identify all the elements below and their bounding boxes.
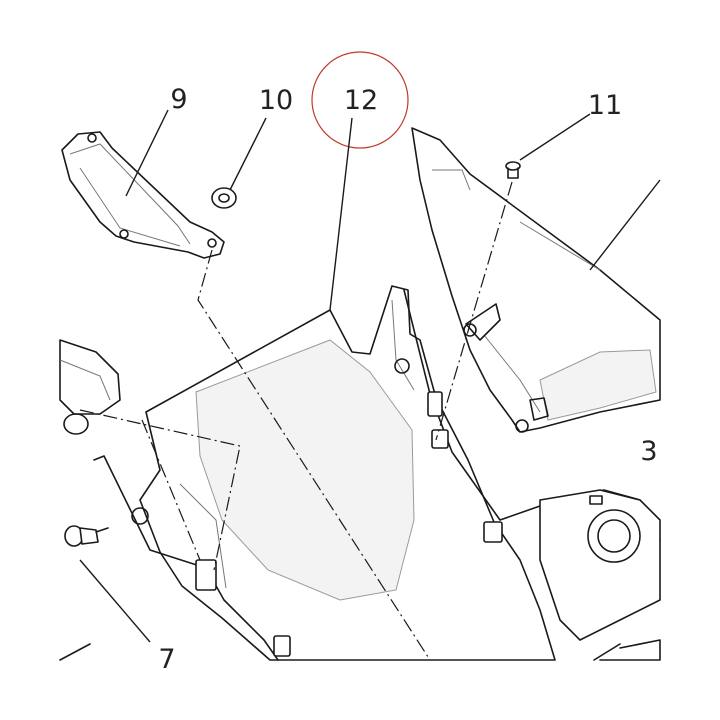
leader-10 — [229, 117, 267, 191]
callout-11: 11 — [587, 90, 623, 121]
leader-12 — [329, 117, 353, 311]
part-3-side-panel — [411, 127, 661, 433]
assembly-axis-a — [197, 249, 431, 661]
part-9-bracket — [61, 131, 225, 259]
assembly-axis-b — [435, 181, 513, 441]
callout-3: 3 — [640, 436, 658, 467]
leader-9 — [125, 109, 169, 197]
callout-10: 10 — [258, 85, 294, 116]
part-7-rivet — [64, 525, 109, 547]
part-11-screw — [505, 161, 521, 179]
bottom-edge-fragment — [59, 643, 621, 661]
leader-3 — [589, 179, 661, 271]
part-10-nut — [211, 187, 237, 209]
left-partial-component — [59, 339, 121, 435]
callout-7: 7 — [158, 644, 176, 675]
assembly-axis-c — [79, 409, 241, 571]
leader-11 — [519, 113, 591, 161]
part-12-fairing — [139, 285, 556, 661]
assembly-axis-d — [141, 419, 201, 561]
inner-panel — [93, 289, 661, 661]
highlight-circle-12 — [311, 51, 409, 149]
callout-12: 12 — [343, 85, 379, 116]
callout-9: 9 — [170, 84, 188, 115]
grommet-housing — [539, 489, 661, 661]
leader-7 — [79, 559, 151, 643]
